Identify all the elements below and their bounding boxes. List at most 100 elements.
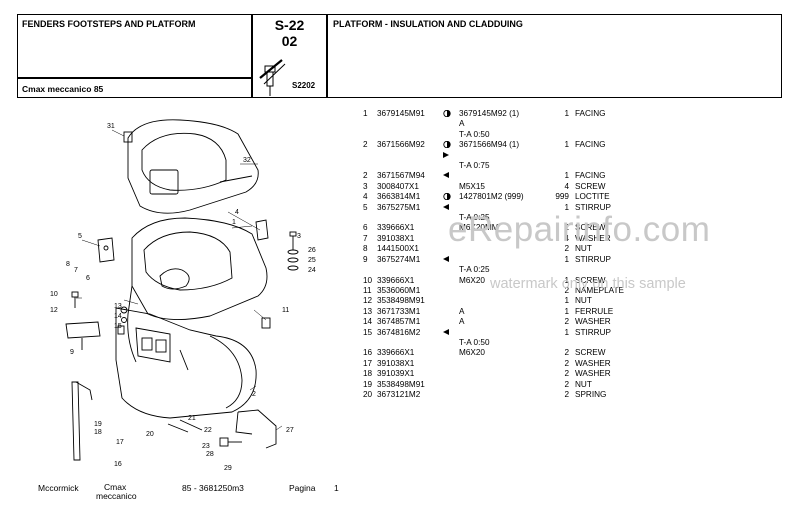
part-code: 339666X1 [377,223,415,233]
half-circle-icon [443,141,451,149]
part-code: 391038X1 [377,358,415,368]
part-code: 3538498M91 [377,296,425,306]
footer-page-number: 1 [334,483,339,493]
callout-7: 7 [74,267,78,274]
part-mark [443,140,459,150]
parts-row: T-A 0:25 [363,265,624,275]
part-quantity [551,161,575,171]
part-quantity: 1 [564,109,569,118]
part-alternate: A [459,306,465,316]
part-index: 7 [363,233,368,243]
callout-29: 29 [224,465,232,472]
part-quantity: 2 [564,358,569,368]
part-description: SCREW [575,348,606,358]
part-description: FACING [575,171,606,181]
part-alternate: M6X20MM [459,223,499,233]
part-code: 3671567M94 [377,171,425,181]
part-quantity: 2 [564,223,569,233]
part-quantity [551,151,575,161]
part-index: 18 [363,369,373,379]
part-code [377,265,443,275]
half-circle-icon [443,193,451,201]
callout-27: 27 [286,427,294,434]
part-alternate: 3679145M92 (1) [459,109,520,118]
part-quantity: 1 [564,327,569,337]
part-alternate [459,390,551,400]
part-alternate [459,171,551,181]
part-index: 6 [363,223,368,233]
part-index: 13 [363,306,373,316]
part-index: 3 [363,181,368,191]
part-alternate: M6X20 [459,275,485,285]
part-mark [443,296,459,306]
part-index [363,213,377,223]
callout-4: 4 [235,209,239,216]
part-index: 8 [363,244,368,254]
part-quantity: 2 [564,379,569,389]
part-quantity: 4 [564,181,569,191]
callout-6: 6 [86,275,90,282]
part-quantity: 2 [564,348,569,358]
callout-21: 21 [188,415,196,422]
parts-row: T-A 0:50 [363,338,624,348]
parts-row: T-A 0:25 [363,213,624,223]
part-code: 1441500X1 [377,244,419,254]
part-mark [443,192,459,202]
section-code: S-22 02 [252,17,327,49]
part-description: SCREW [575,223,606,233]
part-code: 3008407X1 [377,181,419,191]
part-quantity: 2 [564,244,569,254]
part-alternate: M6X20 [459,348,485,358]
callout-17: 17 [116,439,124,446]
footer-model: Cmax meccanico [96,483,137,501]
part-alternate [459,328,551,338]
part-quantity: 1 [564,296,569,306]
part-code [377,130,443,140]
part-index [363,130,377,140]
part-mark [443,307,459,317]
section-title-box [17,14,252,78]
part-alternate: A [459,119,465,129]
part-alternate: A [459,317,465,327]
part-mark [443,130,459,140]
callout-28: 28 [206,451,214,458]
restriction-icon [259,59,286,96]
section-ref-code: S2202 [292,81,316,90]
section-code-line2: 02 [281,33,298,49]
callout-8: 8 [66,261,70,268]
part-quantity: 1 [564,275,569,285]
part-description: WASHER [575,317,611,327]
part-description: WASHER [575,233,611,243]
part-index: 1 [363,109,368,118]
part-description: FACING [575,140,606,150]
part-alternate: T-A 0:25 [459,213,490,223]
part-description: WASHER [575,369,611,379]
model-box [17,78,252,98]
part-code: 3663814M1 [377,192,421,202]
callout-20: 20 [146,431,154,438]
part-index [363,265,377,275]
part-code: 3674816M2 [377,327,421,337]
part-quantity: 2 [564,317,569,327]
watermark-main: eRepairinfo.com [448,210,711,249]
part-description [575,119,624,129]
triangle-left-icon [443,172,449,179]
callout-22: 22 [204,427,212,434]
part-mark [443,328,459,338]
triangle-left-icon [443,328,449,335]
part-index: 11 [363,285,372,295]
callout-11: 11 [282,307,289,314]
part-mark [443,286,459,296]
part-code: 3536060M1 [377,285,421,295]
footer-doc: 85 - 3681250m3 [182,483,244,493]
triangle-right-icon [443,151,449,158]
